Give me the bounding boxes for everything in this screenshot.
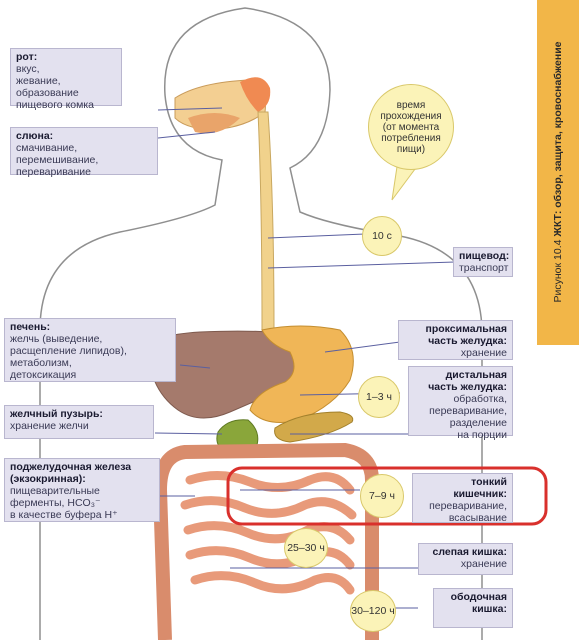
label-gallbladder-line: хранение желчи (10, 420, 89, 432)
tongue (188, 113, 240, 134)
label-cecum: слепая кишка: хранение (418, 543, 513, 575)
label-liver-title: печень: (10, 321, 51, 333)
bubble-small-intestine-time: 7–9 ч (360, 474, 404, 518)
label-saliva-line: переваривание (16, 166, 92, 178)
label-pancreas-title: поджелудочная железа (экзокринная): (10, 461, 132, 485)
label-mouth-line: вкус, (16, 63, 40, 75)
bubble-esophagus-time: 10 с (362, 216, 402, 256)
label-distal-stomach-line: обработка, (453, 393, 507, 405)
bubble-colon-time-text: 30–120 ч (351, 605, 395, 617)
label-gallbladder: желчный пузырь: хранение желчи (4, 405, 154, 439)
label-small-intestine-line: всасывание (448, 512, 507, 524)
label-distal-stomach: дистальная часть желудка: обработка, пер… (408, 366, 513, 441)
label-liver-line: детоксикация (10, 369, 77, 381)
stomach-organ (249, 325, 354, 423)
label-cecum-title: слепая кишка: (432, 546, 508, 558)
pointer-lines (154, 107, 456, 609)
figure-caption: Рисунок 10.4 ЖКТ: обзор, защита, кровосн… (552, 42, 564, 303)
colon-organ (152, 442, 379, 640)
label-colon: ободочная кишка: (433, 588, 513, 628)
label-liver-line: желчь (выведение, (10, 333, 103, 345)
label-mouth: рот: вкус, жевание, образование пищевого… (10, 48, 122, 111)
time-note-bubble: время прохождения (от момента потреблени… (368, 84, 454, 170)
label-distal-stomach-line: разделение (449, 417, 507, 429)
label-liver-line: метаболизм, (10, 357, 72, 369)
small-intestine-highlight (226, 466, 548, 526)
label-small-intestine: тонкий кишечник: переваривание, всасыван… (412, 473, 513, 524)
label-pancreas-line: ферменты, HCO₃⁻ (10, 497, 101, 509)
salivary-gland (240, 77, 271, 112)
bubble-small-intestine-time-text: 7–9 ч (369, 490, 395, 502)
label-saliva-line: перемешивание, (16, 154, 99, 166)
label-esophagus-line: транспорт (459, 262, 509, 274)
bubble-colon-time: 30–120 ч (350, 590, 396, 632)
label-pancreas-line: пищеварительные (10, 485, 100, 497)
time-note-text: время прохождения (от момента потреблени… (380, 99, 442, 155)
label-small-intestine-line: переваривание, (429, 500, 507, 512)
label-colon-title: ободочная кишка: (450, 591, 507, 615)
label-liver-line: расщепление липидов), (10, 345, 127, 357)
label-saliva-line: смачивание, (16, 142, 78, 154)
label-distal-stomach-title: дистальная часть желудка: (428, 369, 507, 393)
label-proximal-stomach-title: проксимальная часть желудка: (425, 323, 507, 347)
label-saliva-title: слюна: (16, 130, 54, 142)
label-mouth-line: образование (16, 87, 79, 99)
small-intestine-loops (180, 471, 357, 595)
label-pancreas: поджелудочная железа (экзокринная): пище… (4, 458, 160, 522)
label-proximal-stomach-line: хранение (460, 347, 507, 359)
label-distal-stomach-line: переваривание, (429, 405, 507, 417)
bubble-cecum-time: 25–30 ч (284, 528, 328, 568)
bubble-stomach-time: 1–3 ч (358, 376, 400, 418)
label-esophagus: пищевод: транспорт (453, 247, 513, 277)
label-proximal-stomach: проксимальная часть желудка: хранение (398, 320, 513, 360)
figure-caption-label: Рисунок 10.4 (552, 239, 564, 303)
label-saliva: слюна: смачивание, перемешивание, перева… (10, 127, 158, 178)
label-cecum-line: хранение (460, 558, 507, 570)
label-esophagus-title: пищевод: (459, 250, 510, 262)
label-distal-stomach-line: на порции (457, 429, 507, 441)
bubble-cecum-time-text: 25–30 ч (287, 542, 325, 554)
label-mouth-title: рот: (16, 51, 38, 63)
figure-caption-band (537, 0, 579, 345)
label-pancreas-line: в качестве буфера H⁺ (10, 509, 118, 521)
label-gallbladder-title: желчный пузырь: (10, 408, 103, 420)
label-mouth-line: пищевого комка (16, 99, 95, 111)
esophagus-tube (257, 111, 275, 331)
label-small-intestine-title: тонкий кишечник: (453, 476, 507, 500)
label-liver: печень: желчь (выведение, расщепление ли… (4, 318, 176, 382)
figure-caption-title: ЖКТ: обзор, защита, кровоснабжение (552, 41, 564, 237)
bubble-stomach-time-text: 1–3 ч (366, 391, 392, 403)
bubble-esophagus-time-text: 10 с (372, 230, 392, 242)
label-mouth-line: жевание, (16, 75, 61, 87)
